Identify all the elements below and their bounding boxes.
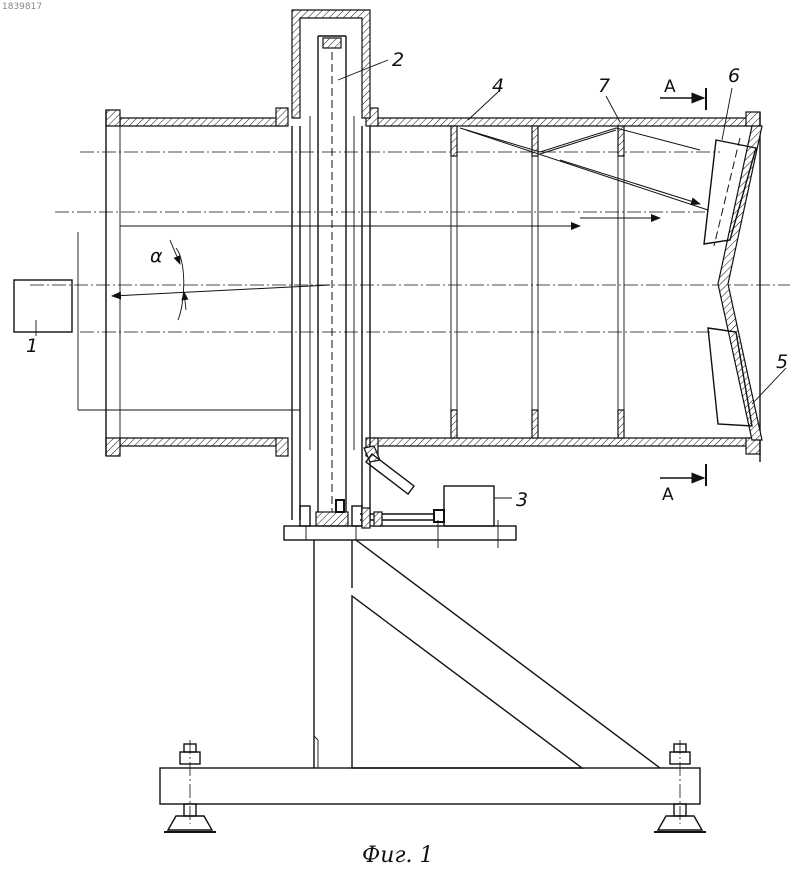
document-number: 1839817: [2, 2, 42, 12]
section-marks: [660, 88, 706, 486]
label-7: 7: [598, 75, 610, 97]
diaphragms: [451, 126, 624, 438]
label-5: 5: [776, 351, 788, 373]
figure-caption: Фиг. 1: [362, 843, 434, 868]
light-rays: [112, 128, 708, 320]
label-3: 3: [516, 489, 528, 511]
stand-frame: [160, 540, 706, 832]
label-2: 2: [392, 49, 404, 71]
section-label-bottom: A: [662, 485, 674, 505]
reflector-body: [718, 126, 762, 440]
receiver-block: [14, 280, 72, 332]
lever-handle: [364, 446, 414, 494]
label-4: 4: [492, 75, 504, 97]
drive-unit: [360, 486, 494, 528]
label-1: 1: [26, 335, 38, 357]
optical-axes: [30, 152, 790, 410]
label-6: 6: [728, 65, 740, 87]
section-label-top: A: [664, 77, 676, 97]
label-alpha: α: [150, 245, 163, 267]
vertical-column: [292, 10, 370, 526]
